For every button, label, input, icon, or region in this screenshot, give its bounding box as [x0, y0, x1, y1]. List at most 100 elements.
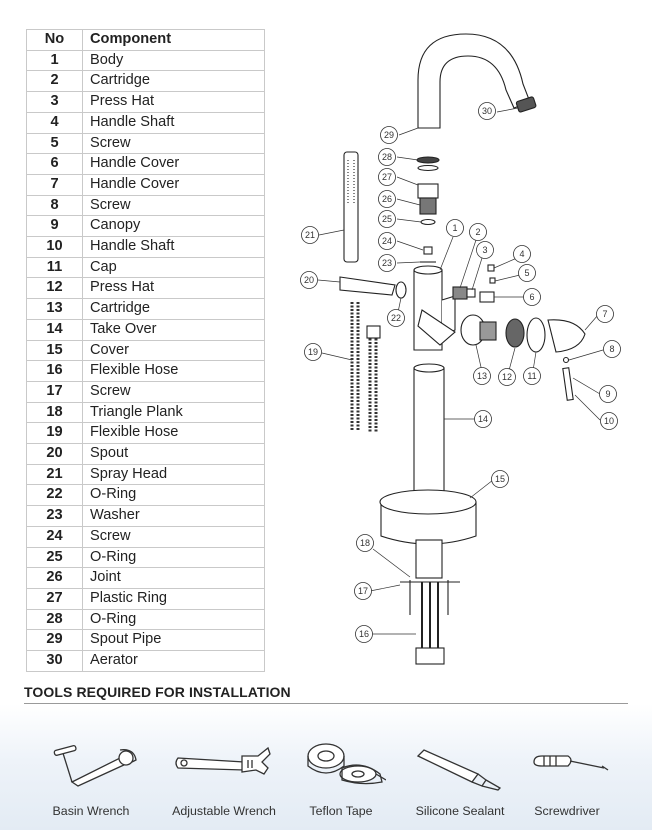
callout-number: 21	[305, 230, 315, 240]
callout-number: 15	[495, 474, 505, 484]
callout-number: 11	[527, 371, 536, 381]
callout-circle	[469, 223, 487, 241]
callout-number: 5	[524, 268, 529, 278]
part-number: 23	[26, 505, 83, 527]
callout-circle	[378, 254, 396, 272]
callout-number: 28	[382, 152, 392, 162]
callout-circle	[354, 582, 372, 600]
callout-circle	[523, 367, 541, 385]
part-component: Cover	[82, 339, 265, 362]
silicone-sealant-icon	[416, 749, 502, 791]
part-number: 22	[26, 484, 83, 507]
callout-number: 14	[478, 414, 488, 424]
part-component: Take Over	[82, 318, 265, 341]
callout-circle	[355, 625, 373, 643]
part-component: Canopy	[82, 215, 265, 238]
callout-number: 30	[482, 106, 492, 116]
callout-circle	[387, 309, 405, 327]
callout-circle	[300, 271, 318, 289]
tools-heading: TOOLS REQUIRED FOR INSTALLATION	[24, 684, 291, 700]
callout-number: 18	[360, 538, 370, 548]
callout-circle	[498, 368, 516, 386]
part-number: 12	[26, 277, 83, 300]
teflon-tape-tool	[302, 738, 386, 794]
callout-number: 25	[382, 214, 392, 224]
part-number: 5	[26, 132, 83, 155]
part-number: 14	[26, 318, 83, 341]
callout-number: 1	[452, 223, 457, 233]
part-component: Aerator	[82, 650, 265, 672]
part-component: Screw	[82, 194, 265, 217]
callout-circle	[478, 102, 496, 120]
tool-label-teflon-tape: Teflon Tape	[309, 804, 373, 818]
callout-number: 13	[477, 371, 487, 381]
callout-circle	[380, 126, 398, 144]
callout-circle	[603, 340, 621, 358]
part-component: Flexible Hose	[82, 360, 265, 382]
tools-divider	[24, 703, 628, 704]
take-over-drawing	[413, 367, 445, 497]
part-component: Washer	[82, 505, 265, 527]
part-component: Handle Cover	[82, 153, 265, 175]
callout-circle	[356, 534, 374, 552]
part-number: 11	[26, 256, 83, 279]
part-number: 26	[26, 567, 83, 589]
part-component: Press Hat	[82, 91, 265, 113]
callout-number: 29	[384, 130, 394, 140]
callout-circle	[518, 264, 536, 282]
column-header-component: Component	[82, 29, 265, 51]
part-number: 27	[26, 587, 83, 610]
callout-circle	[378, 148, 396, 166]
part-component: Spout	[82, 443, 265, 465]
callout-number: 24	[382, 236, 392, 246]
part-component: Joint	[82, 567, 265, 589]
teflon-tape-icon	[307, 743, 386, 785]
column-header-no: No	[26, 29, 83, 51]
adjustable-wrench-tool	[172, 738, 272, 794]
part-number: 21	[26, 463, 83, 486]
callout-circle	[513, 245, 531, 263]
table-header-row: No Component	[26, 29, 265, 51]
callout-circle	[476, 241, 494, 259]
basin-wrench-tool	[48, 738, 140, 794]
callout-number: 17	[358, 586, 368, 596]
part-number: 1	[26, 49, 83, 72]
part-number: 6	[26, 153, 83, 175]
part-number: 24	[26, 525, 83, 548]
callout-number: 22	[391, 313, 401, 323]
part-component: Cartridge	[82, 298, 265, 320]
callout-number: 9	[605, 389, 610, 399]
aerator-drawing	[515, 96, 537, 113]
callout-circle	[600, 412, 618, 430]
callout-number: 27	[382, 172, 392, 182]
callout-number: 6	[529, 292, 534, 302]
part-component: O-Ring	[82, 546, 265, 569]
part-number: 19	[26, 422, 83, 445]
callout-number: 10	[604, 416, 614, 426]
tool-label-basin-wrench: Basin Wrench	[52, 804, 130, 818]
part-component: Plastic Ring	[82, 587, 265, 610]
tool-label-screwdriver: Screwdriver	[534, 804, 600, 818]
callout-number: 3	[482, 245, 487, 255]
part-component: Screw	[82, 380, 265, 403]
diagram-svg: 1234567891011121314151617181920212223242…	[300, 33, 621, 665]
callout-circle	[301, 226, 319, 244]
